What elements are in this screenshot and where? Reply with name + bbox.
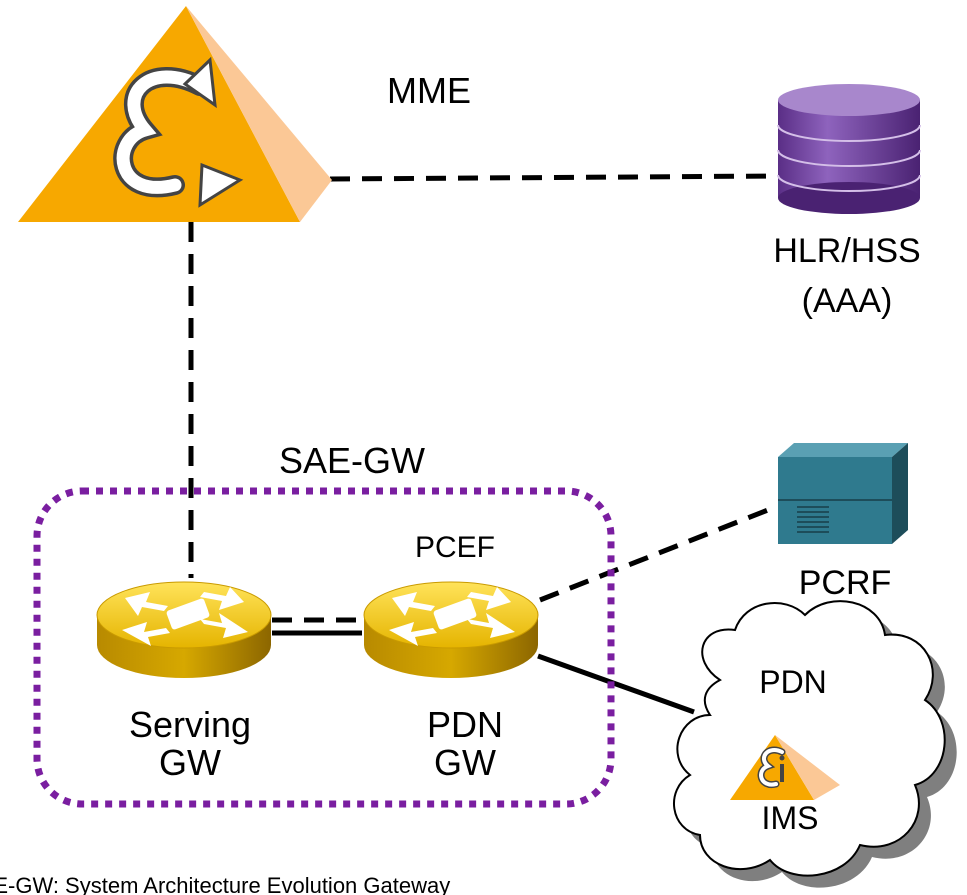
pdn-gw-label-line1: PDN [427,704,503,745]
sae-gw-label: SAE-GW [279,440,425,481]
ims-label: IMS [762,800,819,836]
pdn-gw-label-line2: GW [434,742,496,783]
mme-pyramid-icon [18,6,332,222]
pdn-gw-pcrf-link [539,503,779,603]
footnote: SAE-GW: System Architecture Evolution Ga… [0,873,450,895]
database-cylinder-icon [777,84,921,214]
hss-label-line1: HLR/HSS [773,232,920,270]
pdn-gw-pdn-link [537,653,695,715]
cloud-icon [673,600,957,888]
server-box-icon [778,443,908,544]
sae-gw-boundary [33,487,615,808]
serving-gw-router-icon [96,581,272,678]
pcef-label: PCEF [415,531,495,564]
pdn-cloud-label: PDN [759,664,827,700]
pdn-gw-router-icon [363,581,539,678]
mme-label: MME [387,70,471,111]
serving-gw-label-line2: GW [159,742,221,783]
hss-label-line2: (AAA) [802,282,893,320]
serving-gw-label-line1: Serving [129,704,251,745]
ims-pyramid-icon [730,735,840,800]
connections [188,173,779,715]
pcrf-label: PCRF [799,564,892,602]
mme-hss-link [329,173,779,182]
